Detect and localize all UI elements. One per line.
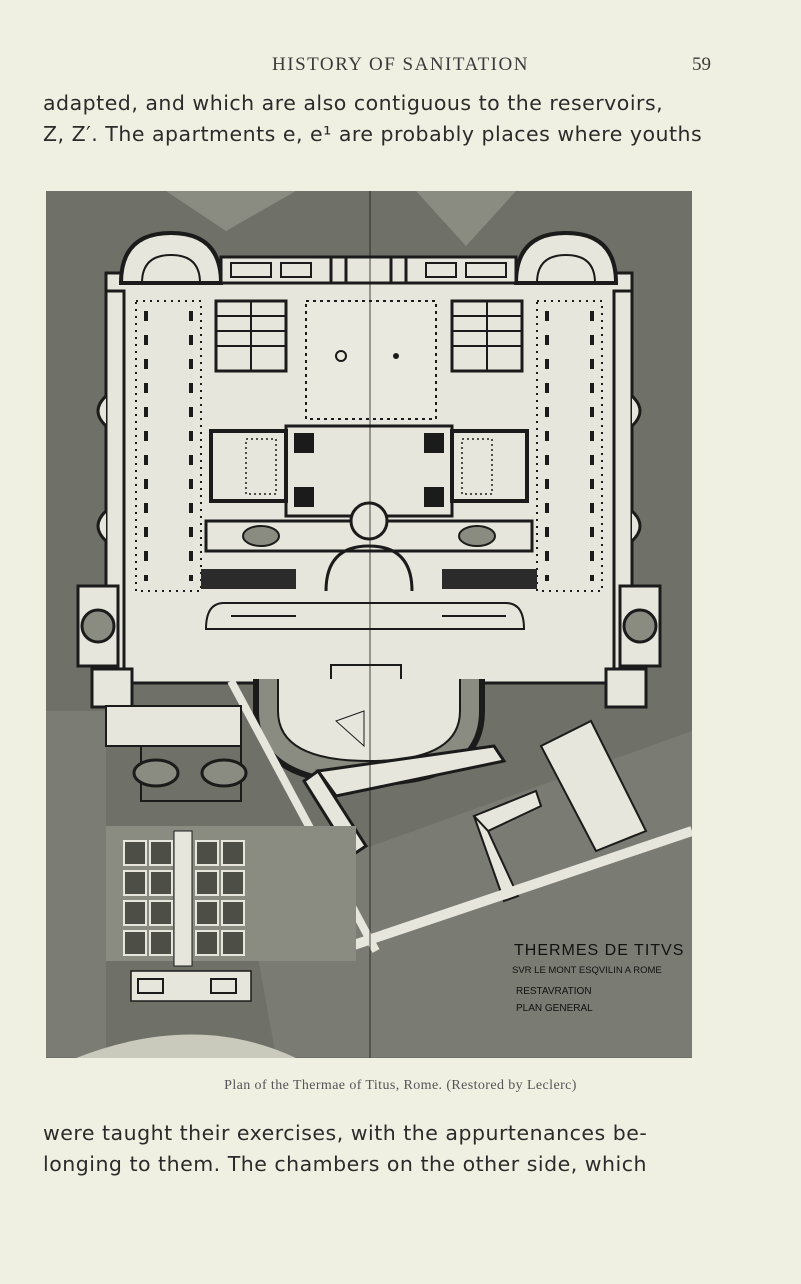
plan-subtitle: SVR LE MONT ESQVILIN A ROME <box>512 965 662 976</box>
east-annex <box>539 719 648 853</box>
plan-drawing: THERMES DE TITVS SVR LE MONT ESQVILIN A … <box>46 191 692 1058</box>
exedra-inner <box>141 253 201 284</box>
plan-label-restoration: RESTAVRATION <box>516 986 592 997</box>
text-line: adapted, and which are also contiguous t… <box>43 91 664 115</box>
central-courtyard <box>305 300 437 420</box>
west-palaestra <box>135 300 202 592</box>
plan-title: THERMES DE TITVS <box>514 942 684 959</box>
central-rotunda <box>349 501 389 541</box>
west-garden-building <box>105 705 242 747</box>
xystus-track <box>204 602 526 630</box>
plan-ground-patch <box>166 191 296 231</box>
north-rooms <box>219 255 518 285</box>
page-header: HISTORY OF SANITATION 59 <box>0 54 801 80</box>
running-title: HISTORY OF SANITATION <box>272 54 529 75</box>
east-palaestra <box>536 300 603 592</box>
north-east-exedra <box>513 230 619 285</box>
west-dark-band <box>201 569 296 589</box>
text-line: Z, Z′. The apartments e, e¹ are probably… <box>43 122 703 146</box>
paragraph-bottom: were taught their exercises, with the ap… <box>43 1118 759 1180</box>
plan-ground-patch <box>46 711 106 1057</box>
south-arc <box>76 1034 296 1058</box>
plan-label-general: PLAN GENERAL <box>516 1003 593 1014</box>
text-line: were taught their exercises, with the ap… <box>43 1121 648 1145</box>
paragraph-top: adapted, and which are also contiguous t… <box>43 88 759 150</box>
plan-ground-patch <box>416 191 516 246</box>
figure-caption: Plan of the Thermae of Titus, Rome. (Res… <box>224 1078 577 1093</box>
architectural-plan-figure: THERMES DE TITVS SVR LE MONT ESQVILIN A … <box>46 191 692 1058</box>
north-west-exedra <box>118 230 224 285</box>
page-number: 59 <box>692 54 711 75</box>
east-dark-band <box>442 569 537 589</box>
exedra-inner <box>536 253 596 284</box>
caldarium-apse <box>324 544 414 592</box>
text-line: longing to them. The chambers on the oth… <box>43 1152 647 1176</box>
